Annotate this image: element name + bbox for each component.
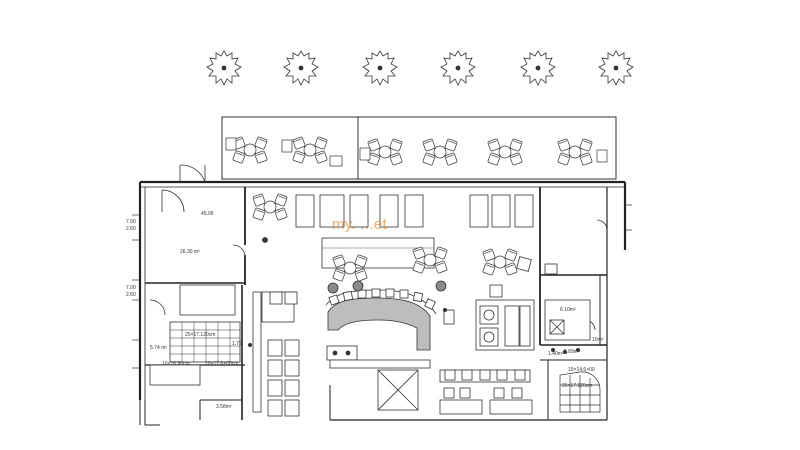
room-label: 10×16.90cm <box>162 361 190 367</box>
room-label: 10×17.6×00cm <box>205 361 239 367</box>
building-walls <box>138 180 627 426</box>
tree-icon <box>362 50 398 86</box>
dimension-label: 2.60 <box>126 292 136 298</box>
room-label: 5.89m² <box>564 349 580 355</box>
watermark-text: my. ...et <box>332 216 387 233</box>
stairs-left <box>149 284 241 386</box>
room-label: 15×14.6×00 <box>568 367 595 373</box>
room-label: 10m² <box>592 337 604 343</box>
tree-icons <box>206 50 634 86</box>
terrace-area <box>221 116 617 180</box>
room-label: 25×17.120cm <box>185 332 216 338</box>
room-label: 25×17.120cm <box>562 383 593 389</box>
dimension-label: 7.00 <box>126 219 136 225</box>
dining-column <box>252 291 300 417</box>
room-label: 6.10m² <box>560 307 576 313</box>
room-label: 3.58m² <box>216 404 232 410</box>
tree-icon <box>206 50 242 86</box>
dimension-label: 7.00 <box>126 285 136 291</box>
tree-icon <box>440 50 476 86</box>
tree-icon <box>520 50 556 86</box>
spiral-stair <box>559 371 601 413</box>
room-label: 1.40m² <box>548 351 564 357</box>
booth-seating <box>295 194 534 228</box>
windows <box>132 204 632 369</box>
tree-icon <box>283 50 319 86</box>
room-label: 5.74 m² <box>150 345 167 351</box>
round-table-cluster <box>253 194 288 243</box>
room-label: 45.06 <box>201 211 214 217</box>
bar-tables <box>327 247 532 298</box>
service-core <box>377 263 591 411</box>
dimension-label: 2.60 <box>126 226 136 232</box>
room-label: 26.30 m² <box>180 249 200 255</box>
fixture-dots <box>248 308 580 354</box>
room-label: 1.75 <box>232 341 242 347</box>
tree-icon <box>598 50 634 86</box>
lower-tables <box>439 369 533 415</box>
door-swings <box>149 164 608 331</box>
